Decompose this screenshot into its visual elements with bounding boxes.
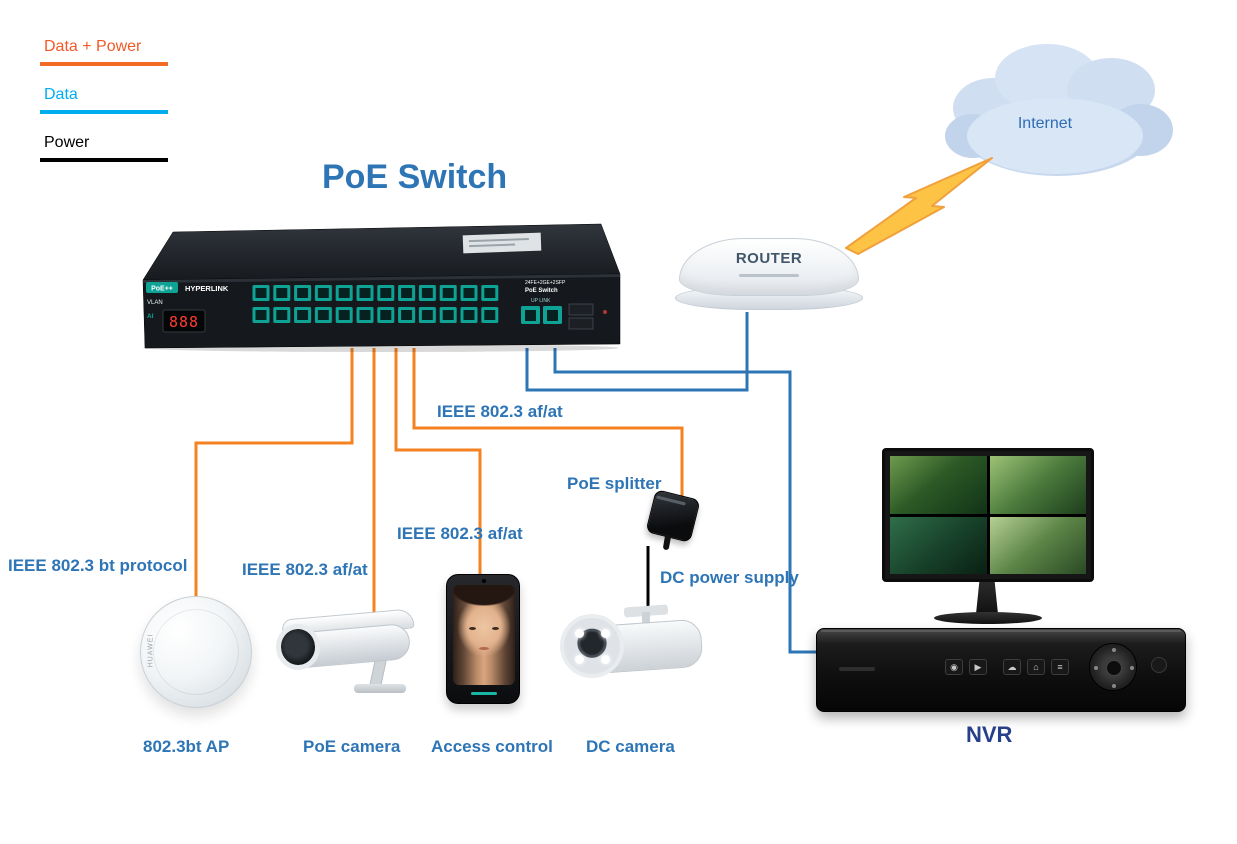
- dc-camera-front: [560, 614, 624, 678]
- monitor-screen: [890, 456, 1086, 574]
- connection-switch-to-splitter: [412, 348, 684, 500]
- diagram-title: PoE Switch: [322, 158, 508, 196]
- switch-sfp-slot-1: [568, 303, 594, 316]
- router-dome: [679, 238, 859, 296]
- switch-uplink-label: UP LINK: [531, 298, 551, 304]
- label-poe-camera-protocol: IEEE 802.3 af/at: [242, 560, 368, 579]
- dc-camera-bracket-arm: [642, 612, 650, 626]
- dc-camera-device: [560, 600, 710, 705]
- label-dc-power-supply: DC power supply: [660, 568, 799, 587]
- connection-switch-to-router: [525, 312, 749, 392]
- label-access-control: Access control: [431, 737, 553, 756]
- switch-front-text-line1: 24FE+2GE+2SFP: [525, 280, 566, 286]
- nvr-logo-dash: [839, 667, 875, 671]
- camera-view-4: [989, 516, 1086, 574]
- label-ap-protocol: IEEE 802.3 bt protocol: [8, 556, 188, 575]
- nvr-knob: [1151, 657, 1167, 673]
- lightning-shape: [845, 157, 993, 255]
- legend-line-data-power: [40, 62, 168, 66]
- dc-camera-led-3: [575, 655, 584, 664]
- legend-label-power: Power: [44, 134, 90, 151]
- connection-router-to-nvr: [553, 348, 824, 654]
- access-control-device: [446, 574, 520, 704]
- lightning-bolt: [845, 157, 993, 255]
- switch-sticker: [462, 232, 542, 254]
- poe-switch-device: PoE++ HYPERLINK VLAN AI 888 24FE+2GE+2SF…: [142, 223, 621, 352]
- label-poe-splitter: PoE splitter: [567, 474, 662, 493]
- nvr-play-button: ▶: [969, 659, 987, 675]
- camera-view-2: [989, 456, 1086, 514]
- ap-device: HUAWEI: [140, 596, 252, 708]
- switch-reset-button: [603, 310, 607, 314]
- legend-label-data-power: Data + Power: [44, 38, 142, 55]
- monitor-frame: [882, 448, 1094, 582]
- switch-led-display-bg: [162, 309, 206, 333]
- ap-brand: HUAWEI: [147, 633, 155, 668]
- switch-port-row-2: [251, 306, 501, 327]
- camera-view-3: [890, 516, 987, 574]
- switch-sfp-slot-2: [568, 317, 594, 330]
- router-label: ROUTER: [735, 250, 803, 267]
- nvr-power-button: ◉: [945, 659, 963, 675]
- switch-led-display: 888: [169, 313, 199, 331]
- camera-view-1: [890, 456, 987, 514]
- face-right-eye: [492, 627, 499, 630]
- legend-label-data: Data: [44, 86, 78, 103]
- nvr-cloud-button: ☁: [1003, 659, 1021, 675]
- label-nvr: NVR: [966, 722, 1013, 747]
- switch-top-face: [142, 223, 621, 281]
- access-control-camera-dot: [482, 579, 486, 583]
- switch-brand: HYPERLINK: [185, 284, 229, 293]
- face-left-eye: [469, 627, 476, 630]
- label-splitter-protocol: IEEE 802.3 af/at: [437, 402, 563, 421]
- connection-switch-to-ap: [194, 348, 354, 604]
- switch-ai-label: AI: [147, 313, 154, 320]
- label-access-protocol: IEEE 802.3 af/at: [397, 524, 523, 543]
- connection-switch-to-access-control: [394, 348, 482, 582]
- label-poe-camera: PoE camera: [303, 737, 401, 756]
- nvr-dpad-center: [1106, 660, 1122, 676]
- dc-camera-led-1: [575, 629, 584, 638]
- nvr-menu-button: ≡: [1051, 659, 1069, 675]
- legend-line-data: [40, 110, 168, 114]
- poe-camera-bracket-arm: [369, 660, 387, 686]
- switch-vlan-label: VLAN: [147, 300, 163, 306]
- access-control-status-bar: [471, 692, 497, 695]
- switch-front-edge: [143, 274, 620, 283]
- face-lips: [479, 647, 489, 650]
- dc-camera-led-4: [601, 655, 610, 664]
- splitter-cable: [662, 533, 672, 551]
- poe-splitter-device: [642, 489, 706, 552]
- monitor-stand-neck: [976, 582, 998, 614]
- monitor-device: [876, 448, 1100, 632]
- internet-cloud: Internet: [945, 44, 1173, 176]
- internet-label: Internet: [1018, 115, 1073, 132]
- access-control-screen: [453, 585, 515, 685]
- switch-port-row-1: [251, 284, 501, 305]
- monitor-stand-base: [934, 612, 1042, 624]
- label-ap: 802.3bt AP: [143, 737, 230, 756]
- nvr-home-button: ⌂: [1027, 659, 1045, 675]
- splitter-body: [645, 489, 701, 543]
- poe-camera-device: [274, 594, 436, 704]
- poe-camera-bracket-foot: [354, 684, 406, 693]
- router-device: ROUTER: [675, 238, 863, 312]
- nvr-dpad: [1089, 643, 1137, 691]
- switch-poe-badge: PoE++: [151, 286, 173, 293]
- router-slot: [739, 274, 799, 277]
- nvr-device: ◉ ▶ ☁ ⌂ ≡: [816, 628, 1186, 712]
- dc-camera-led-2: [601, 629, 610, 638]
- label-dc-camera: DC camera: [586, 737, 675, 756]
- nvr-top-highlight: [821, 630, 1181, 632]
- ap-ring: [153, 609, 239, 695]
- switch-poe-badge-bg: [146, 282, 178, 293]
- legend-line-power: [40, 158, 168, 162]
- switch-front-text-line2: PoE Switch: [525, 288, 558, 294]
